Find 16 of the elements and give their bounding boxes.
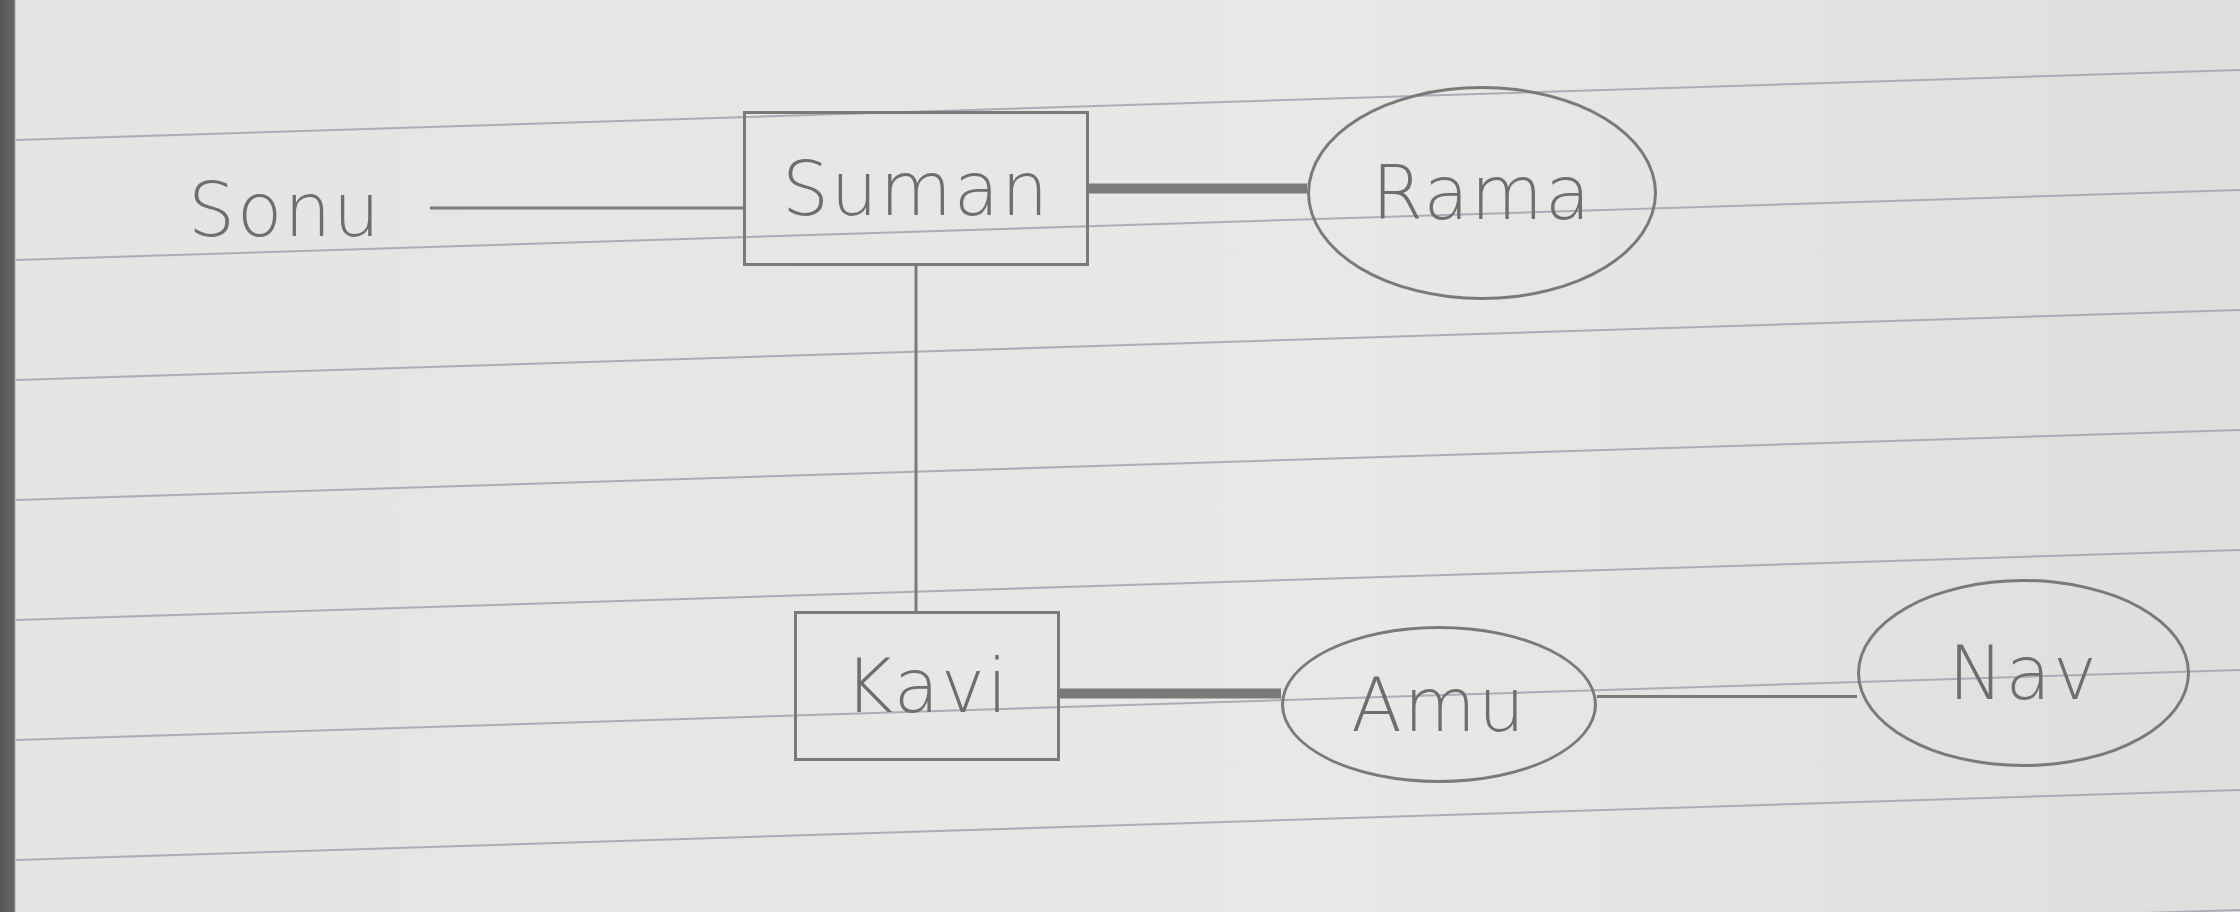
name-label: Nav (1948, 630, 2099, 716)
person-box (743, 111, 1089, 266)
connector-line (1060, 688, 1281, 699)
person-box (794, 611, 1060, 761)
person-ellipse (1307, 86, 1657, 300)
name-label: Sonu (187, 167, 383, 253)
name-label: Kavi (844, 643, 1010, 729)
person-ellipse (1281, 626, 1597, 783)
connector-line (430, 206, 743, 210)
connector-line (1597, 695, 1857, 698)
connector-line (1089, 183, 1307, 194)
name-label: Amu (1351, 661, 1527, 748)
connector-line (914, 266, 918, 611)
name-label: Suman (781, 145, 1051, 232)
person-ellipse (1857, 579, 2190, 767)
name-label: Rama (1371, 150, 1593, 236)
